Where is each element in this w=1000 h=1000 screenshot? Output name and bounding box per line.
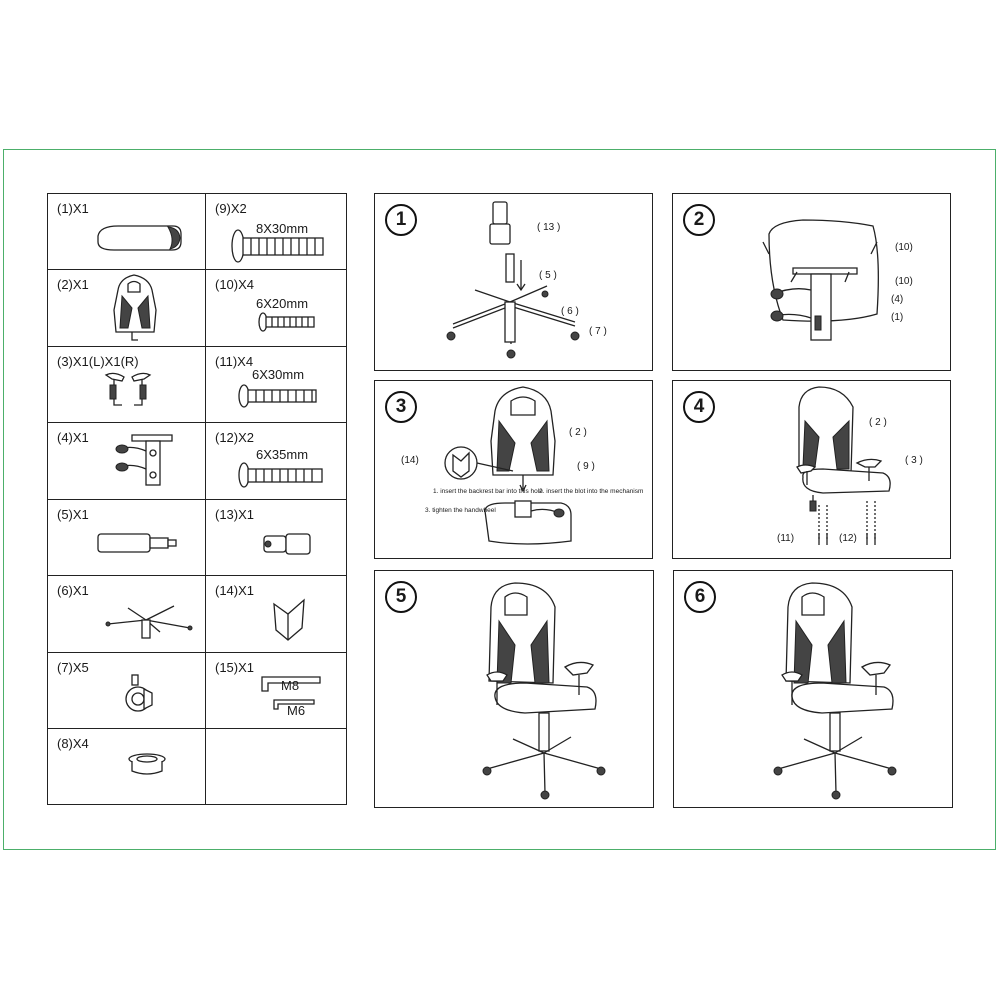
part-cell-empty <box>206 729 346 804</box>
page-frame <box>3 149 996 850</box>
part-label: (4)X1 <box>57 430 89 445</box>
callout: ( 2 ) <box>869 417 887 428</box>
part-cell-6: (6)X1 <box>48 576 206 653</box>
bolt-illustration <box>238 384 317 408</box>
part-cell-11: (11)X4 6X30mm <box>206 347 346 423</box>
instruction-note: 2. insert the blot into the mechanism <box>539 488 644 495</box>
part-cell-15: (15)X1 M8 M6 <box>206 653 346 729</box>
key-size-m6: M6 <box>287 703 306 718</box>
step-6-panel: 6 <box>673 570 953 808</box>
callout: ( 13 ) <box>537 222 561 233</box>
callout: ( 9 ) <box>577 461 595 472</box>
instruction-note: 3. tighten the handwheel <box>425 507 496 514</box>
step-number: 6 <box>684 581 716 613</box>
callout: ( 7 ) <box>589 326 607 337</box>
bolt-size: 6X35mm <box>256 447 309 462</box>
bolt-illustration <box>231 229 324 263</box>
part-label: (11)X4 <box>215 354 254 369</box>
part-cell-5: (5)X1 <box>48 500 206 576</box>
part-label: (10)X4 <box>215 277 255 292</box>
step-2-diagram <box>762 219 879 341</box>
step-1-panel: 1 ( 13 ) ( 5 ) ( 6 ) ( 7 ) <box>374 193 653 371</box>
part-cell-8: (8)X4 <box>48 729 206 804</box>
part-label: (5)X1 <box>57 507 89 522</box>
part-label: (13)X1 <box>215 507 255 522</box>
part-label: (12)X2 <box>215 430 255 445</box>
part-cell-4: (4)X1 <box>48 423 206 500</box>
part-label: (2)X1 <box>57 277 89 292</box>
callout: (14) <box>401 455 419 466</box>
callout: ( 3 ) <box>905 455 923 466</box>
seat-cushion-illustration <box>97 225 182 251</box>
part-cell-12: (12)X2 6X35mm <box>206 423 346 500</box>
assembled-chair-front-view <box>482 582 606 800</box>
part-label: (8)X4 <box>57 736 89 751</box>
assembled-chair-final-view <box>773 582 897 800</box>
bolt-illustration <box>238 462 323 488</box>
step-number: 4 <box>683 391 715 423</box>
sleeve-illustration <box>128 753 166 775</box>
step-4-diagram <box>796 386 891 545</box>
callout: (1) <box>891 312 904 323</box>
callout: (10) <box>895 242 913 253</box>
part-cell-3: (3)X1(L)X1(R) <box>48 347 206 423</box>
step-number: 3 <box>385 391 417 423</box>
caster-illustration <box>125 674 153 712</box>
step-2-panel: 2 (10) (10) (4) (1) <box>672 193 951 371</box>
part-label: (6)X1 <box>57 583 89 598</box>
part-cell-2: (2)X1 <box>48 270 206 347</box>
step-number: 2 <box>683 204 715 236</box>
gas-lift-illustration <box>97 533 177 553</box>
step-number: 1 <box>385 204 417 236</box>
callout: (11) <box>777 533 795 544</box>
backrest-illustration <box>113 274 157 341</box>
part-cell-1: (1)X1 <box>48 194 206 270</box>
part-label: (3)X1(L)X1(R) <box>57 354 139 369</box>
part-cell-14: (14)X1 <box>206 576 346 653</box>
step-5-panel: 5 <box>374 570 654 808</box>
callout: (4) <box>891 294 904 305</box>
callout: (10) <box>895 276 913 287</box>
part-cell-7: (7)X5 <box>48 653 206 729</box>
key-size-m8: M8 <box>281 678 300 693</box>
part-label: (9)X2 <box>215 201 247 216</box>
part-label: (15)X1 <box>215 660 255 675</box>
part-cell-10: (10)X4 6X20mm <box>206 270 346 347</box>
part-label: (1)X1 <box>57 201 89 216</box>
bolt-illustration <box>258 312 315 332</box>
hex-keys-illustration <box>261 676 321 710</box>
bolt-size: 6X30mm <box>252 367 305 382</box>
back-cover-illustration <box>273 598 305 641</box>
base-illustration <box>105 605 193 639</box>
step-1-diagram <box>446 201 580 359</box>
part-cell-13: (13)X1 <box>206 500 346 576</box>
step-3-panel: 3 ( 2 ) (14) ( 9 ) 1. insert the backres… <box>374 380 653 559</box>
part-label: (7)X5 <box>57 660 89 675</box>
step-number: 5 <box>385 581 417 613</box>
parts-list-table: (1)X1 (9)X2 8X30mm (2)X1 (10)X4 6X20mm <box>47 193 347 805</box>
callout: ( 6 ) <box>561 306 579 317</box>
step-4-panel: 4 ( 2 ) ( 3 ) (11) (12) <box>672 380 951 559</box>
part-cell-9: (9)X2 8X30mm <box>206 194 346 270</box>
cover-illustration <box>263 533 311 555</box>
bolt-size: 6X20mm <box>256 296 309 311</box>
instruction-note: 1. insert the backrest bar into this hol… <box>433 488 543 495</box>
callout: ( 2 ) <box>569 427 587 438</box>
step-3-diagram <box>444 386 572 545</box>
callout: ( 5 ) <box>539 270 557 281</box>
callout: (12) <box>839 533 857 544</box>
mechanism-illustration <box>115 434 173 486</box>
part-label: (14)X1 <box>215 583 255 598</box>
armrests-illustration <box>104 372 152 406</box>
bolt-size: 8X30mm <box>256 221 309 236</box>
